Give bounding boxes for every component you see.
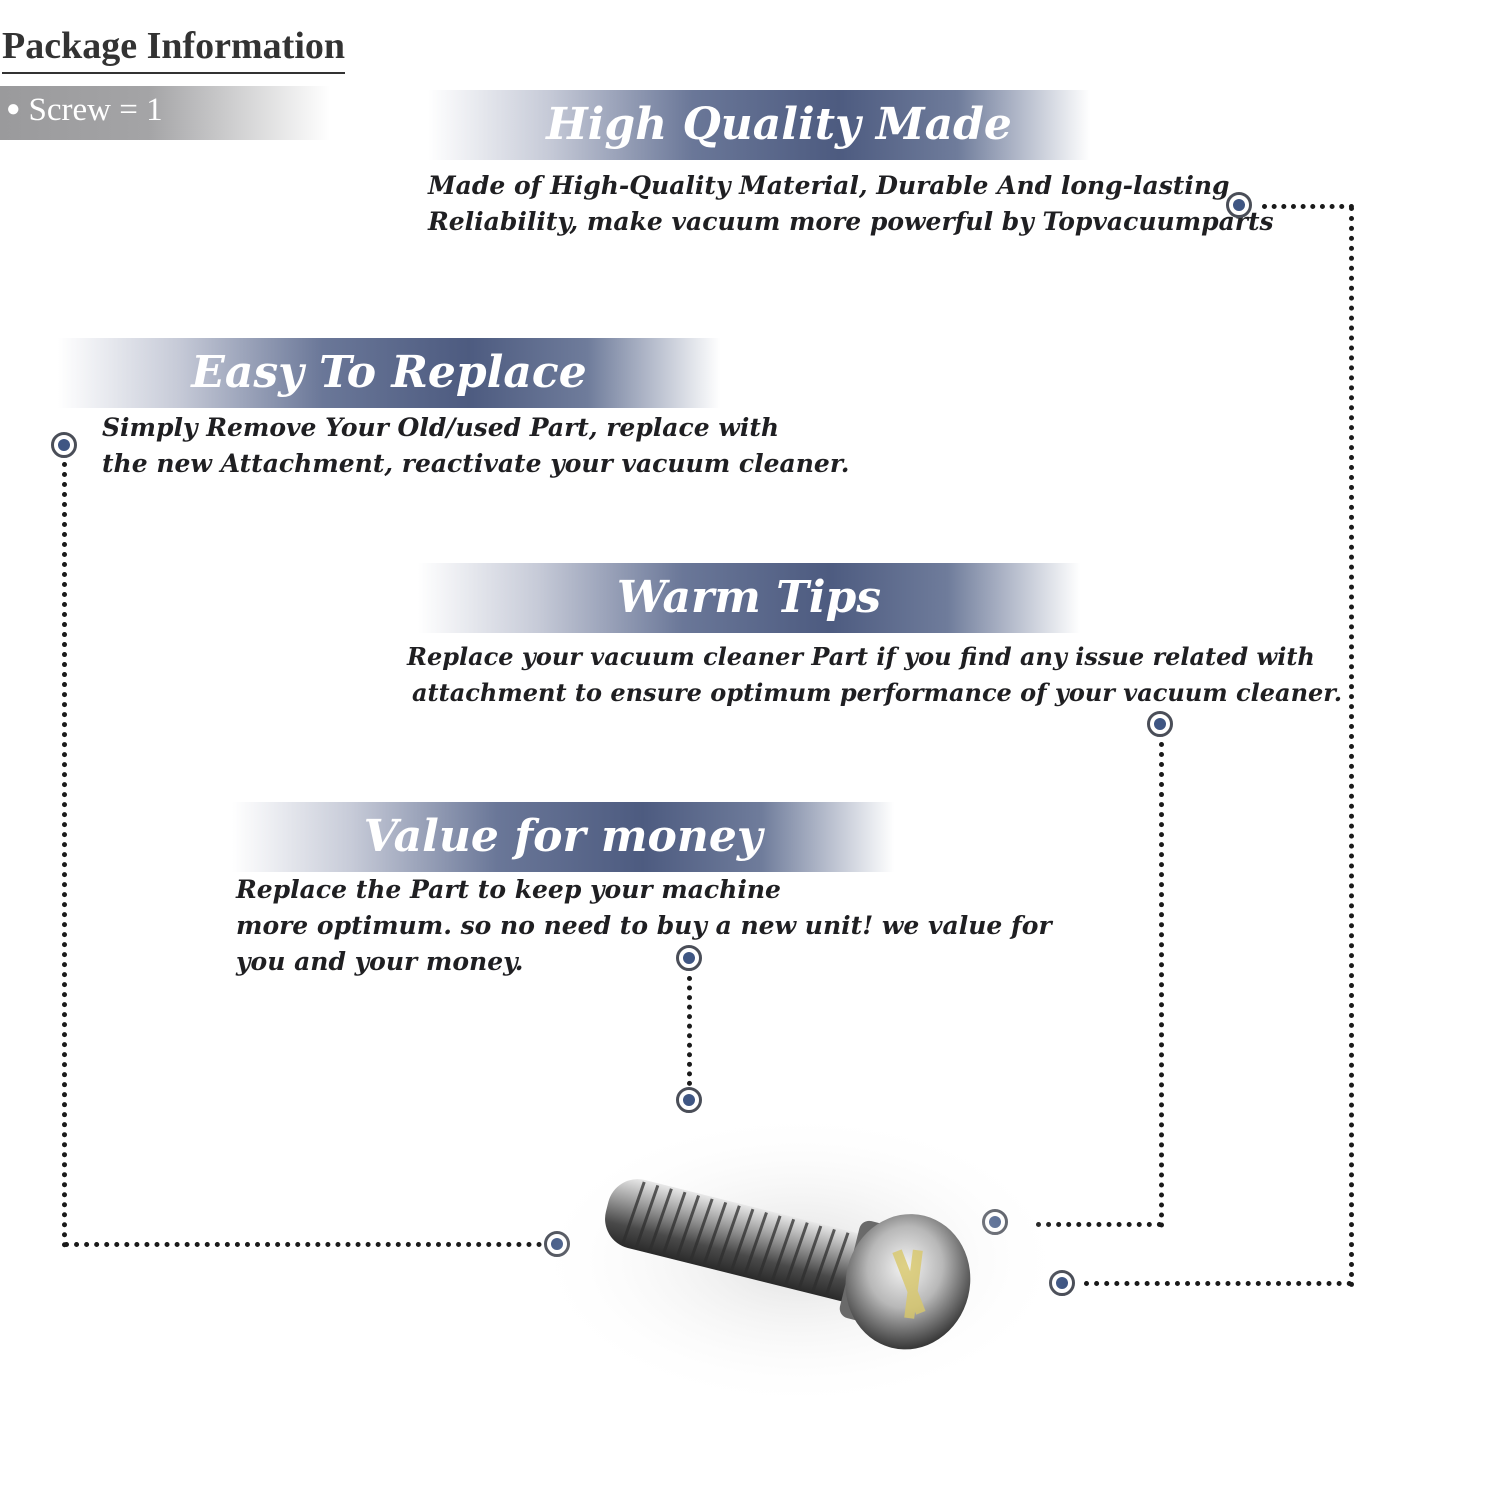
package-item-bar [0, 86, 330, 140]
connector-line [1349, 206, 1354, 1288]
text-line: Reliability, make vacuum more powerful b… [428, 207, 1274, 236]
text-line: more optimum. so no need to buy a new un… [236, 911, 1052, 940]
banner-value-money: Value for money [232, 802, 894, 872]
text-line: attachment to ensure optimum performance… [412, 678, 1343, 707]
package-information-title: Package Information [2, 24, 346, 74]
connector-line [1159, 742, 1164, 1228]
section-title-easy-replace: Easy To Replace [191, 347, 587, 398]
text-line: Made of High-Quality Material, Durable A… [428, 171, 1230, 200]
text-line: Simply Remove Your Old/used Part, replac… [102, 413, 780, 442]
text-line: Replace the Part to keep your machine [236, 875, 781, 904]
banner-easy-replace: Easy To Replace [58, 338, 720, 408]
section-title-warm-tips: Warm Tips [616, 572, 882, 623]
connector-line [62, 462, 67, 1248]
section-text-high-quality: Made of High-Quality Material, Durable A… [428, 168, 1274, 240]
section-title-high-quality: High Quality Made [546, 99, 1012, 150]
marker-dot-icon [51, 432, 77, 458]
marker-dot-icon [1226, 192, 1252, 218]
connector-line [1084, 1281, 1352, 1286]
marker-dot-icon [676, 945, 702, 971]
marker-dot-icon [1147, 711, 1173, 737]
section-text-value-money: Replace the Part to keep your machine mo… [236, 872, 1052, 980]
package-item: ● Screw = 1 [6, 92, 163, 129]
text-line: you and your money. [236, 947, 524, 976]
marker-dot-icon [676, 1087, 702, 1113]
screw-image [530, 1110, 1070, 1410]
section-title-value-money: Value for money [363, 811, 763, 862]
section-text-warm-tips: Replace your vacuum cleaner Part if you … [407, 639, 1342, 711]
connector-line [64, 1242, 542, 1247]
bullet-icon: ● [6, 96, 21, 122]
text-line: the new Attachment, reactivate your vacu… [102, 449, 850, 478]
connector-line [1036, 1222, 1162, 1227]
package-item-text: Screw = 1 [28, 92, 163, 128]
text-line: Replace your vacuum cleaner Part if you … [407, 642, 1315, 671]
connector-line [687, 976, 692, 1086]
banner-warm-tips: Warm Tips [418, 563, 1080, 633]
section-text-easy-replace: Simply Remove Your Old/used Part, replac… [102, 410, 849, 482]
connector-line [1262, 204, 1354, 209]
banner-high-quality: High Quality Made [428, 90, 1090, 160]
